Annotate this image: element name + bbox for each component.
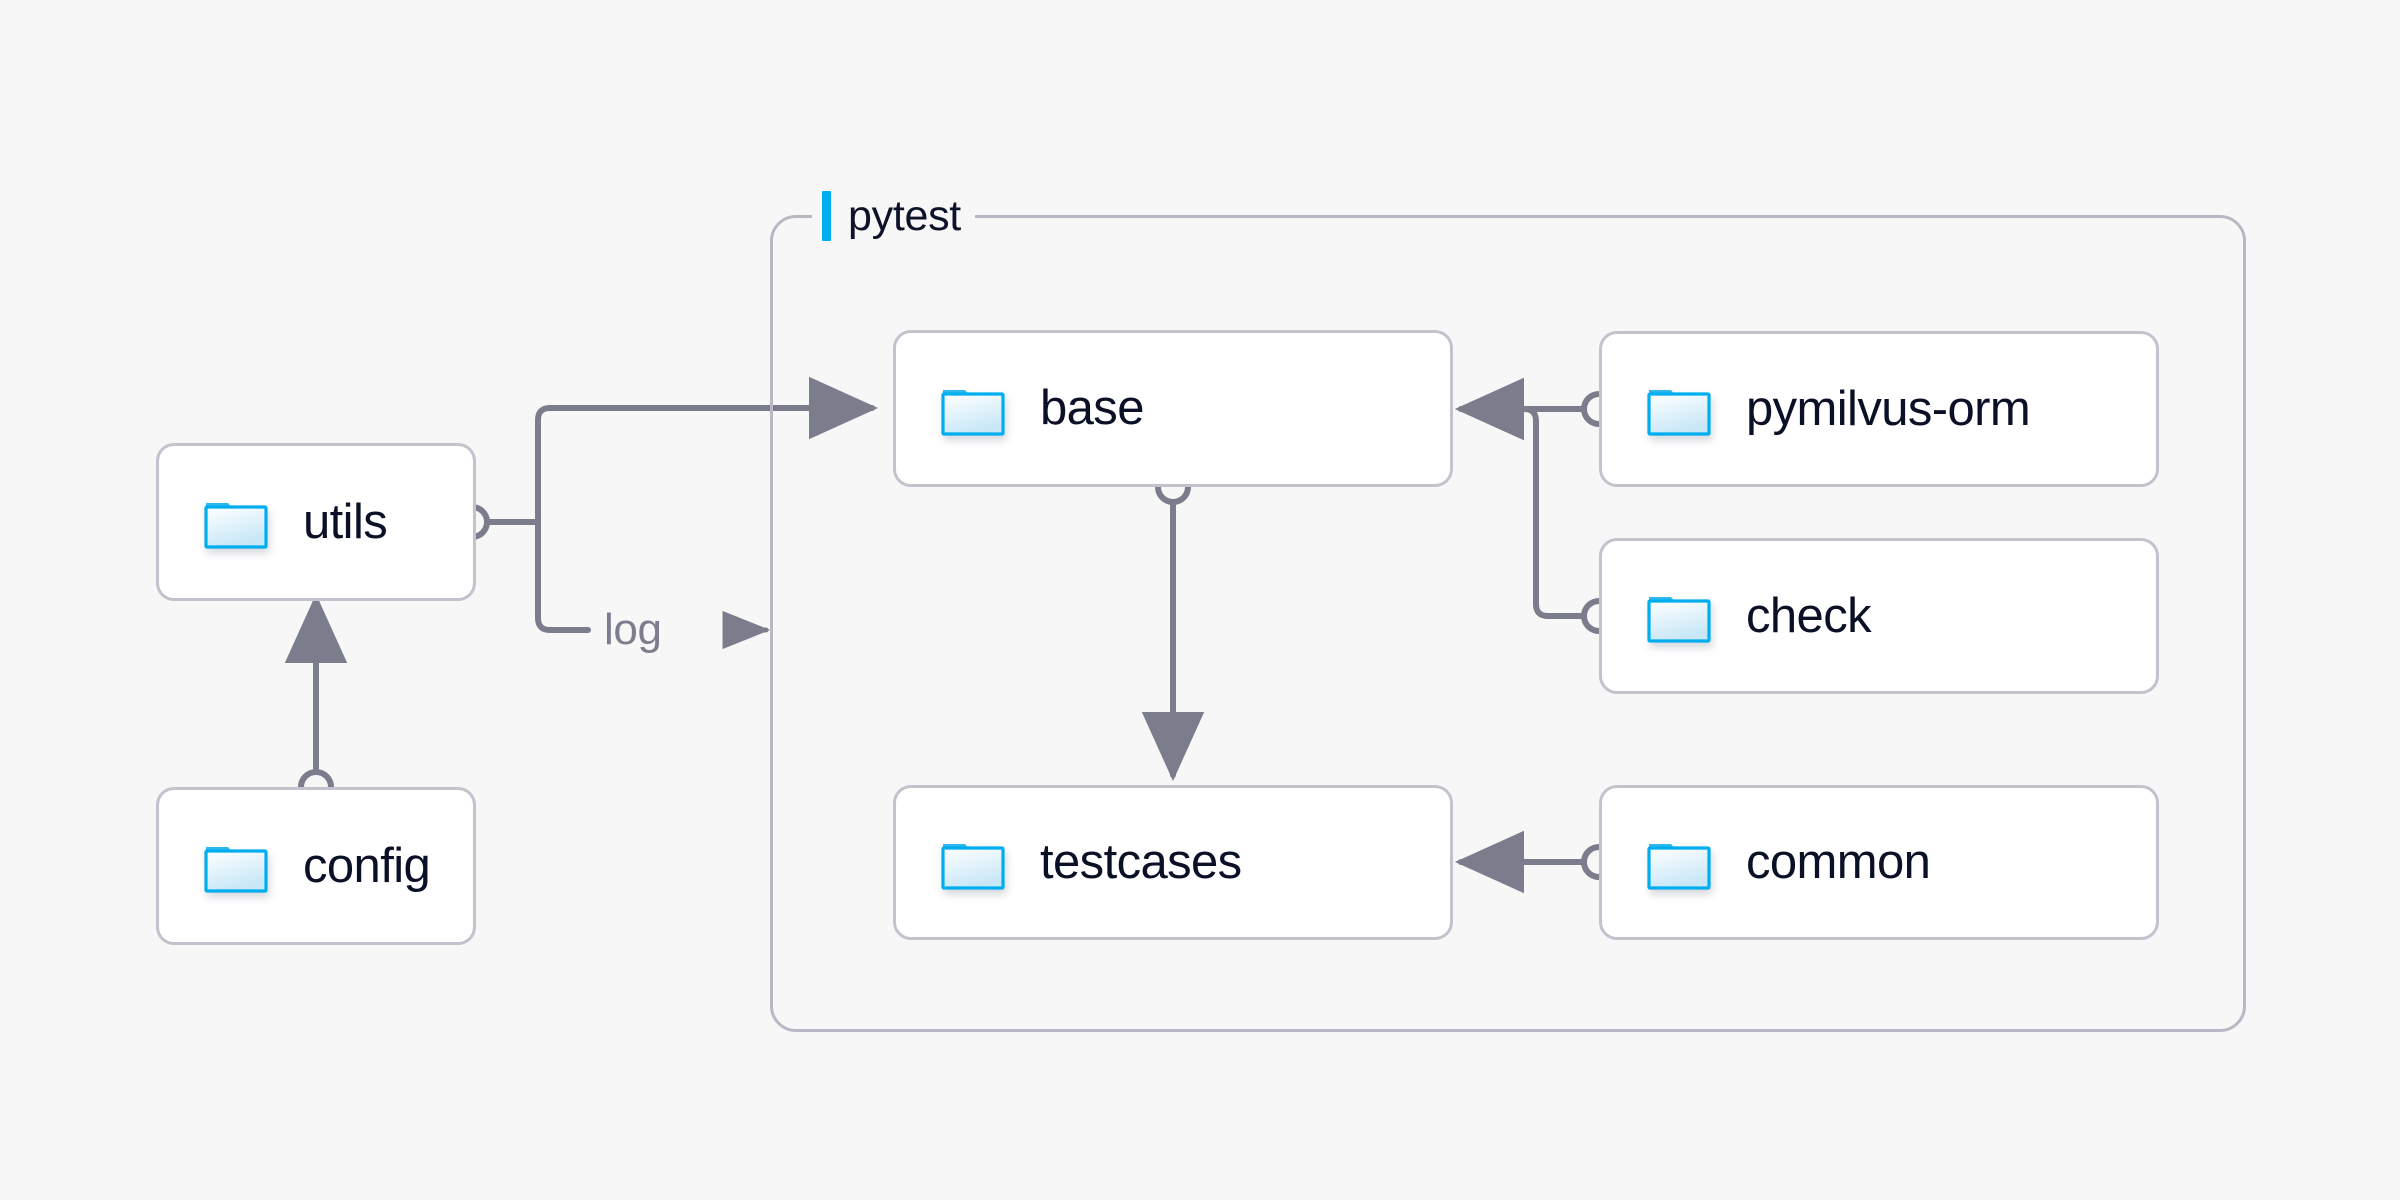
accent-bar-icon [822, 191, 831, 241]
folder-icon [203, 494, 269, 550]
edge-label-log: log [604, 605, 662, 654]
node-label: pymilvus-orm [1746, 381, 2031, 436]
node-pymilvus-orm[interactable]: pymilvus-orm [1599, 331, 2159, 487]
folder-icon [203, 838, 269, 894]
folder-icon [940, 381, 1006, 437]
node-common[interactable]: common [1599, 785, 2159, 940]
pytest-group-label-text: pytest [848, 191, 961, 240]
node-label: config [303, 838, 431, 893]
pytest-group-label: pytest [812, 185, 975, 247]
node-check[interactable]: check [1599, 538, 2159, 694]
folder-icon [1646, 835, 1712, 891]
node-utils[interactable]: utils [156, 443, 476, 601]
folder-icon [1646, 381, 1712, 437]
node-base[interactable]: base [893, 330, 1453, 487]
edge-utils-log-stub [535, 519, 591, 633]
node-label: testcases [1040, 835, 1242, 889]
node-label: utils [303, 494, 388, 549]
node-label: base [1040, 381, 1144, 435]
folder-icon [1646, 588, 1712, 644]
node-label: common [1746, 835, 1931, 889]
node-label: check [1746, 588, 1872, 643]
folder-icon [940, 835, 1006, 891]
pytest-group-container[interactable] [770, 215, 2246, 1032]
node-config[interactable]: config [156, 787, 476, 945]
node-testcases[interactable]: testcases [893, 785, 1453, 940]
